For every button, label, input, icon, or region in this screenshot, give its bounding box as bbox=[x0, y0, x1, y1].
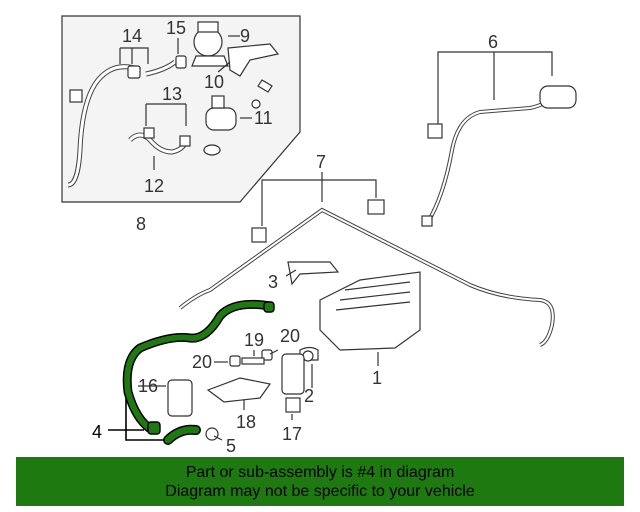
callout-18: 18 bbox=[236, 412, 256, 432]
callout-3: 3 bbox=[268, 272, 278, 292]
callout-8: 8 bbox=[136, 214, 146, 234]
callout-20a: 20 bbox=[280, 326, 300, 346]
callout-2: 2 bbox=[304, 386, 314, 406]
callout-19: 19 bbox=[244, 330, 264, 350]
callout-9: 9 bbox=[240, 26, 250, 46]
callout-6: 6 bbox=[488, 32, 498, 52]
callout-1: 1 bbox=[372, 368, 382, 388]
parts-diagram: 14 15 9 10 13 11 12 8 6 7 3 19 20 20 1 2… bbox=[61, 15, 577, 455]
callout-12: 12 bbox=[144, 176, 164, 196]
callout-14: 14 bbox=[122, 26, 142, 46]
info-banner: Part or sub-assembly is #4 in diagram Di… bbox=[16, 457, 624, 506]
banner-line-1: Part or sub-assembly is #4 in diagram bbox=[185, 463, 455, 481]
callout-16: 16 bbox=[138, 376, 158, 396]
canister-1 bbox=[319, 271, 421, 351]
banner-line-2: Diagram may not be specific to your vehi… bbox=[165, 482, 475, 500]
callout-5: 5 bbox=[226, 436, 236, 455]
hose-4-highlight bbox=[122, 299, 275, 445]
callout-7: 7 bbox=[316, 152, 326, 172]
callout-11: 11 bbox=[254, 108, 273, 128]
callout-17: 17 bbox=[282, 424, 302, 444]
callout-20b: 20 bbox=[192, 352, 212, 372]
callout-4: 4 bbox=[92, 422, 102, 442]
pipe-6 bbox=[426, 94, 554, 224]
callout-10: 10 bbox=[204, 72, 224, 92]
callout-13: 13 bbox=[162, 84, 182, 104]
callout-15: 15 bbox=[166, 18, 186, 38]
